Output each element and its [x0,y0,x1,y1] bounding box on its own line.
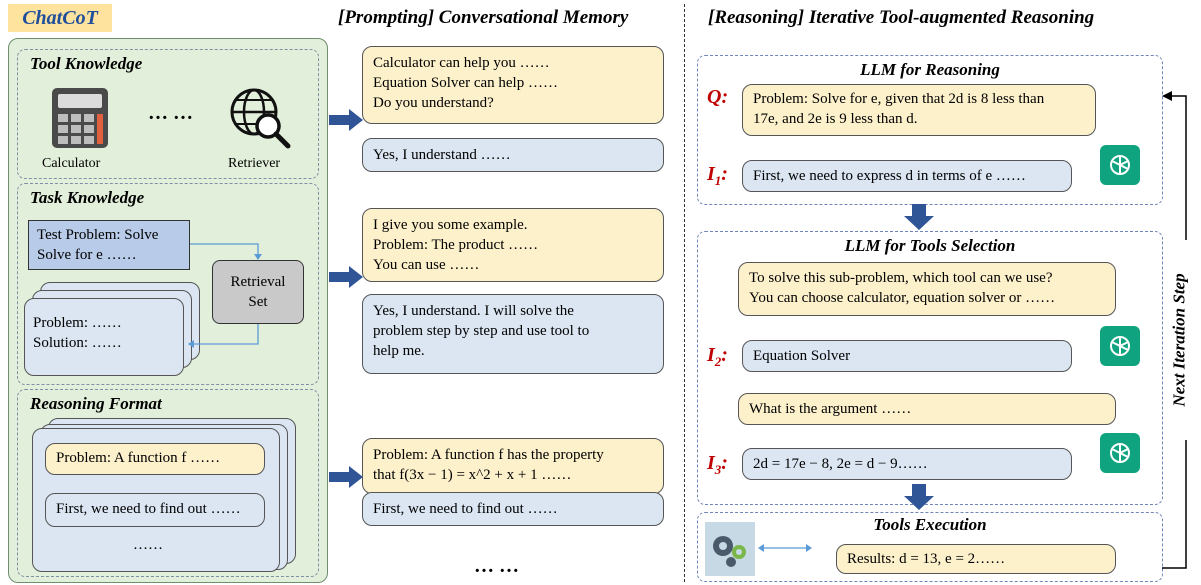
tool-ellipsis: … … [148,102,193,124]
knowledge-panel: Tool Knowledge Calculator … … Retriever [8,38,328,583]
calculator-icon [52,88,108,148]
step-by-step-bubble: Yes, I understand. I will solve the prob… [362,294,664,374]
question-line1: Problem: Solve for e, given that 2d is 8… [753,91,1045,107]
section-divider [684,4,685,582]
tool-intro-line3: Do you understand? [373,95,494,111]
tool-knowledge-section: Tool Knowledge Calculator … … Retriever [17,49,319,179]
format-first-bubble: First, we need to find out …… [45,493,265,527]
llm-reasoning-title: LLM for Reasoning [860,60,1000,79]
retrieval-set-box: Retrieval Set [212,260,304,324]
step-by-step-line1: Yes, I understand. I will solve the [373,303,574,319]
i3-label: I3: [707,452,728,477]
tool-selection-line2: You can choose calculator, equation solv… [749,290,1056,306]
tool-selection-line1: To solve this sub-problem, which tool ca… [749,270,1053,286]
arrow-reasoning-format [329,466,363,488]
reasoning-header: [Reasoning] Iterative Tool-augmented Rea… [708,7,1095,28]
example-intro-line2: Problem: The product …… [373,237,539,253]
i2-bubble: Equation Solver [742,340,1072,372]
llm-tools-box: LLM for Tools Selection [697,231,1163,505]
retrieval-arrows [188,243,262,348]
tool-selection-bubble: To solve this sub-problem, which tool ca… [738,262,1116,316]
gears-icon [705,522,755,576]
find-out-bubble: First, we need to find out …… [362,492,664,526]
i2-label: I2: [707,344,728,369]
task-knowledge-section: Task Knowledge Test Problem: Solve Solve… [17,183,319,385]
prompting-header: [Prompting] Conversational Memory [338,7,629,28]
example-problem: Problem: …… [33,315,122,331]
i1-bubble: First, we need to express d in terms of … [742,160,1072,192]
example-card: Problem: …… Solution: …… [24,298,184,376]
down-arrow-1 [904,204,934,230]
step-by-step-line3: help me. [373,343,425,359]
next-iteration-label-wrap: Next Iteration Step [1165,240,1195,440]
example-intro-bubble: I give you some example. Problem: The pr… [362,208,664,282]
arrow-task-knowledge [329,266,363,288]
example-solution: Solution: …… [33,335,122,351]
down-arrow-2 [904,484,934,510]
understand-bubble: Yes, I understand …… [362,138,664,172]
chatgpt-icon [1100,326,1140,366]
next-iteration-label: Next Iteration Step [1170,273,1190,407]
llm-reasoning-box: LLM for Reasoning [697,55,1163,205]
chatgpt-icon [1100,145,1140,185]
reasoning-format-section: Reasoning Format Problem: A function f …… [17,389,319,577]
argument-bubble: What is the argument …… [738,393,1116,425]
question-line2: 17e, and 2e is 9 less than d. [753,111,918,127]
format-prompt-line2: that f(3x − 1) = x^2 + x + 1 …… [373,467,572,483]
tool-intro-line2: Equation Solver can help …… [373,75,558,91]
format-problem-bubble: Problem: A function f …… [45,443,265,475]
exec-double-arrow [758,544,812,552]
step-by-step-line2: problem step by step and use tool to [373,323,590,339]
arrow-tool-knowledge [329,109,363,131]
task-knowledge-title: Task Knowledge [30,188,145,207]
test-problem-box: Test Problem: Solve Solve for e …… [28,220,190,270]
chatcot-title: ChatCoT [8,4,112,32]
format-prompt-line1: Problem: A function f has the property [373,447,604,463]
example-intro-line1: I give you some example. [373,217,528,233]
chatgpt-icon [1100,433,1140,473]
retrieval-set-line2: Set [248,294,268,310]
test-problem-line1: Test Problem: Solve [37,227,159,243]
reasoning-format-title: Reasoning Format [30,394,162,413]
tool-knowledge-title: Tool Knowledge [30,54,143,73]
tool-intro-line1: Calculator can help you …… [373,55,550,71]
retriever-icon [230,88,291,149]
q-label: Q: [707,86,729,108]
format-card: Problem: A function f …… First, we need … [32,428,280,572]
results-bubble: Results: d = 13, e = 2…… [836,544,1116,574]
middle-ellipsis: … … [474,555,519,577]
tools-execution-title: Tools Execution [873,515,987,534]
test-problem-line2: Solve for e …… [37,247,137,263]
question-bubble: Problem: Solve for e, given that 2d is 8… [742,84,1096,136]
retriever-label: Retriever [228,156,281,171]
i1-label: I1: [707,163,728,188]
i3-bubble: 2d = 17e − 8, 2e = d − 9…… [742,448,1072,480]
llm-tools-title: LLM for Tools Selection [844,236,1016,255]
calculator-label: Calculator [42,156,101,171]
retrieval-set-line1: Retrieval [230,274,286,290]
example-intro-line3: You can use …… [373,257,480,273]
format-problem-prompt-bubble: Problem: A function f has the property t… [362,438,664,494]
tool-intro-bubble: Calculator can help you …… Equation Solv… [362,46,664,124]
tools-execution-box: Tools Execution [697,512,1163,582]
format-ellipsis: …… [133,537,163,553]
